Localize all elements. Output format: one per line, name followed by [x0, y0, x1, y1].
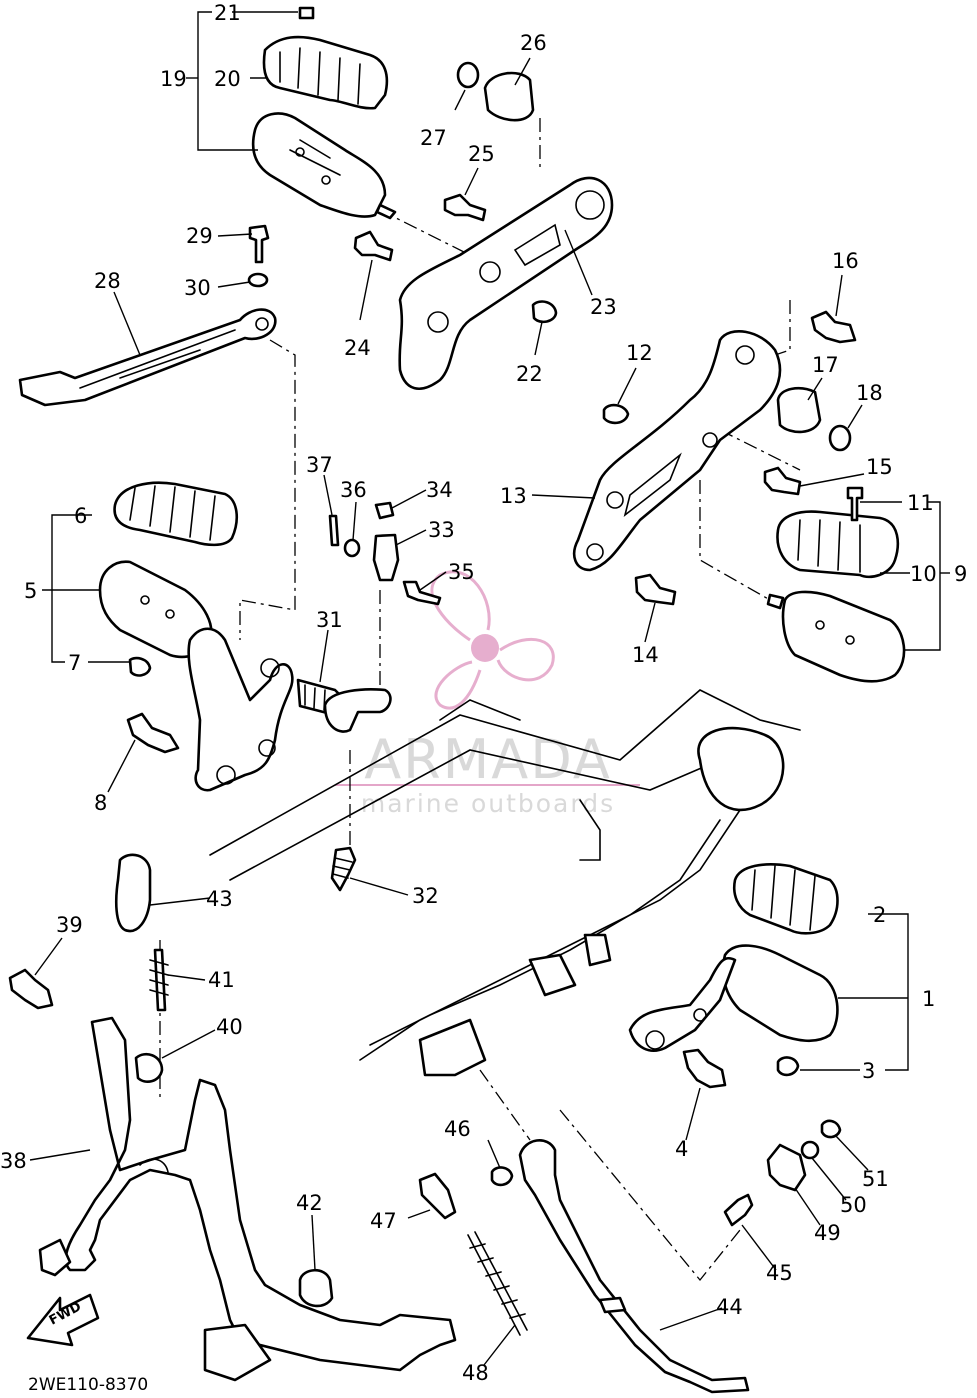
callout-4: 4	[675, 1137, 688, 1161]
side-stand	[418, 1119, 842, 1394]
callout-28: 28	[94, 269, 121, 293]
callout-labels: 1 2 3 4 5 6 7 8 9 10 11 12 13 14 15 16 1…	[0, 1, 967, 1385]
callout-26: 26	[520, 31, 547, 55]
rear-bracket	[353, 61, 614, 390]
callout-30: 30	[184, 276, 211, 300]
callout-42: 42	[296, 1191, 323, 1215]
callout-27: 27	[420, 126, 447, 150]
callout-37: 37	[306, 453, 333, 477]
callout-6: 6	[74, 504, 87, 528]
callout-11: 11	[907, 491, 934, 515]
callout-18: 18	[856, 381, 883, 405]
callout-29: 29	[186, 224, 213, 248]
callout-25: 25	[468, 142, 495, 166]
shift-pedal	[18, 224, 277, 407]
front-footrest-left	[98, 481, 294, 792]
callout-38: 38	[0, 1149, 27, 1173]
leader-lines	[29, 11, 950, 1366]
callout-24: 24	[344, 336, 371, 360]
rear-footrest-left	[251, 6, 397, 220]
diagram-code: 2WE110-8370	[28, 1375, 148, 1395]
front-footrest-right	[628, 863, 839, 1089]
callout-8: 8	[94, 791, 107, 815]
callout-5: 5	[24, 579, 37, 603]
watermark-title: ARMADA	[364, 728, 612, 791]
callout-50: 50	[840, 1193, 867, 1217]
callout-46: 46	[444, 1117, 471, 1141]
frame	[209, 689, 801, 1077]
callout-3: 3	[862, 1059, 875, 1083]
callout-48: 48	[462, 1361, 489, 1385]
callout-10: 10	[910, 562, 937, 586]
guide-lines	[159, 118, 801, 1282]
center-linkage	[296, 501, 442, 892]
callout-20: 20	[214, 67, 241, 91]
callout-39: 39	[56, 913, 83, 937]
callout-21: 21	[214, 1, 241, 25]
callout-45: 45	[766, 1261, 793, 1285]
callout-35: 35	[448, 560, 475, 584]
callout-32: 32	[412, 884, 439, 908]
callout-34: 34	[426, 478, 453, 502]
callout-41: 41	[208, 968, 235, 992]
callout-9: 9	[954, 562, 967, 586]
callout-2: 2	[873, 903, 886, 927]
callout-12: 12	[626, 341, 653, 365]
callout-44: 44	[716, 1295, 743, 1319]
callout-23: 23	[590, 295, 617, 319]
callout-49: 49	[814, 1221, 841, 1245]
callout-1: 1	[922, 987, 935, 1011]
watermark-subtitle: marine outboards	[361, 789, 615, 818]
rear-footrest-right	[573, 310, 906, 683]
callout-22: 22	[516, 362, 543, 386]
callout-19: 19	[160, 67, 187, 91]
callout-13: 13	[500, 484, 527, 508]
callout-17: 17	[812, 353, 839, 377]
callout-47: 47	[370, 1209, 397, 1233]
callout-14: 14	[632, 643, 659, 667]
callout-43: 43	[206, 887, 233, 911]
callout-16: 16	[832, 249, 859, 273]
fwd-arrow-icon: FWD	[26, 1293, 100, 1347]
watermark-logo	[430, 570, 555, 710]
callout-33: 33	[428, 518, 455, 542]
callout-15: 15	[866, 455, 893, 479]
callout-7: 7	[68, 651, 81, 675]
callout-31: 31	[316, 608, 343, 632]
main-stand	[8, 853, 457, 1382]
callout-40: 40	[216, 1015, 243, 1039]
callout-36: 36	[340, 478, 367, 502]
callout-51: 51	[862, 1167, 889, 1191]
